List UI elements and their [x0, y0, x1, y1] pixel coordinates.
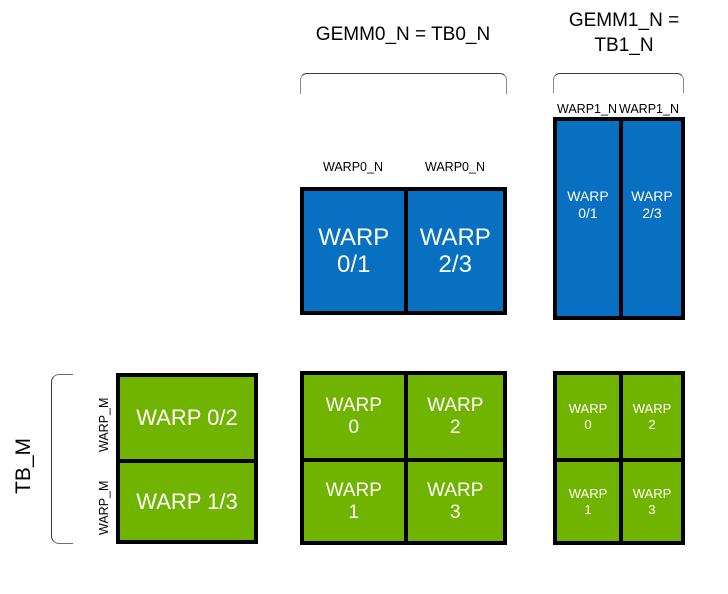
gemm0-blue-cell-warp-0-1[interactable]: WARP 0/1	[304, 191, 404, 311]
warp0-n-label-left: WARP0_N	[323, 160, 383, 174]
left-green-cell-warp-1-3[interactable]: WARP 1/3	[120, 458, 254, 540]
left-green-cell-warp-0-2[interactable]: WARP 0/2	[120, 377, 254, 459]
warp-m-label-bottom: WARP_M	[97, 480, 111, 535]
warp-m-label-top: WARP_M	[97, 397, 111, 452]
middle-green-cell-warp-3[interactable]: WARP 3	[403, 458, 503, 541]
gemm0-title: GEMM0_N = TB0_N	[315, 24, 491, 45]
gemm1-blue-cell-warp-0-1[interactable]: WARP 0/1	[557, 121, 619, 316]
right-green-cell-warp-2[interactable]: WARP 2	[619, 375, 681, 458]
left-green-block: WARP 0/2 WARP 1/3	[116, 373, 258, 544]
gemm1-width-brace	[553, 73, 684, 93]
warp0-n-label-right: WARP0_N	[425, 160, 485, 174]
gemm1-title: GEMM1_N = TB1_N	[568, 10, 680, 56]
gemm1-top-blue-block: WARP 0/1 WARP 2/3	[553, 117, 685, 320]
right-green-cell-warp-0[interactable]: WARP 0	[557, 375, 619, 458]
middle-green-block: WARP 0 WARP 2 WARP 1 WARP 3	[300, 371, 507, 545]
gemm0-width-brace	[300, 73, 507, 94]
right-green-cell-warp-3[interactable]: WARP 3	[619, 458, 681, 541]
gemm1-blue-cell-warp-2-3[interactable]: WARP 2/3	[619, 121, 681, 316]
middle-green-cell-warp-1[interactable]: WARP 1	[304, 458, 404, 541]
middle-green-cell-warp-2[interactable]: WARP 2	[403, 375, 503, 458]
gemm0-blue-cell-warp-2-3[interactable]: WARP 2/3	[403, 191, 503, 311]
warp1-n-label-left: WARP1_N	[557, 102, 617, 116]
tb-m-axis-label: TB_M	[12, 437, 35, 494]
right-green-block: WARP 0 WARP 2 WARP 1 WARP 3	[553, 371, 685, 545]
gemm0-top-blue-block: WARP 0/1 WARP 2/3	[300, 187, 507, 315]
middle-green-cell-warp-0[interactable]: WARP 0	[304, 375, 404, 458]
tb-m-height-brace	[51, 374, 73, 544]
right-green-cell-warp-1[interactable]: WARP 1	[557, 458, 619, 541]
warp1-n-label-right: WARP1_N	[619, 102, 679, 116]
